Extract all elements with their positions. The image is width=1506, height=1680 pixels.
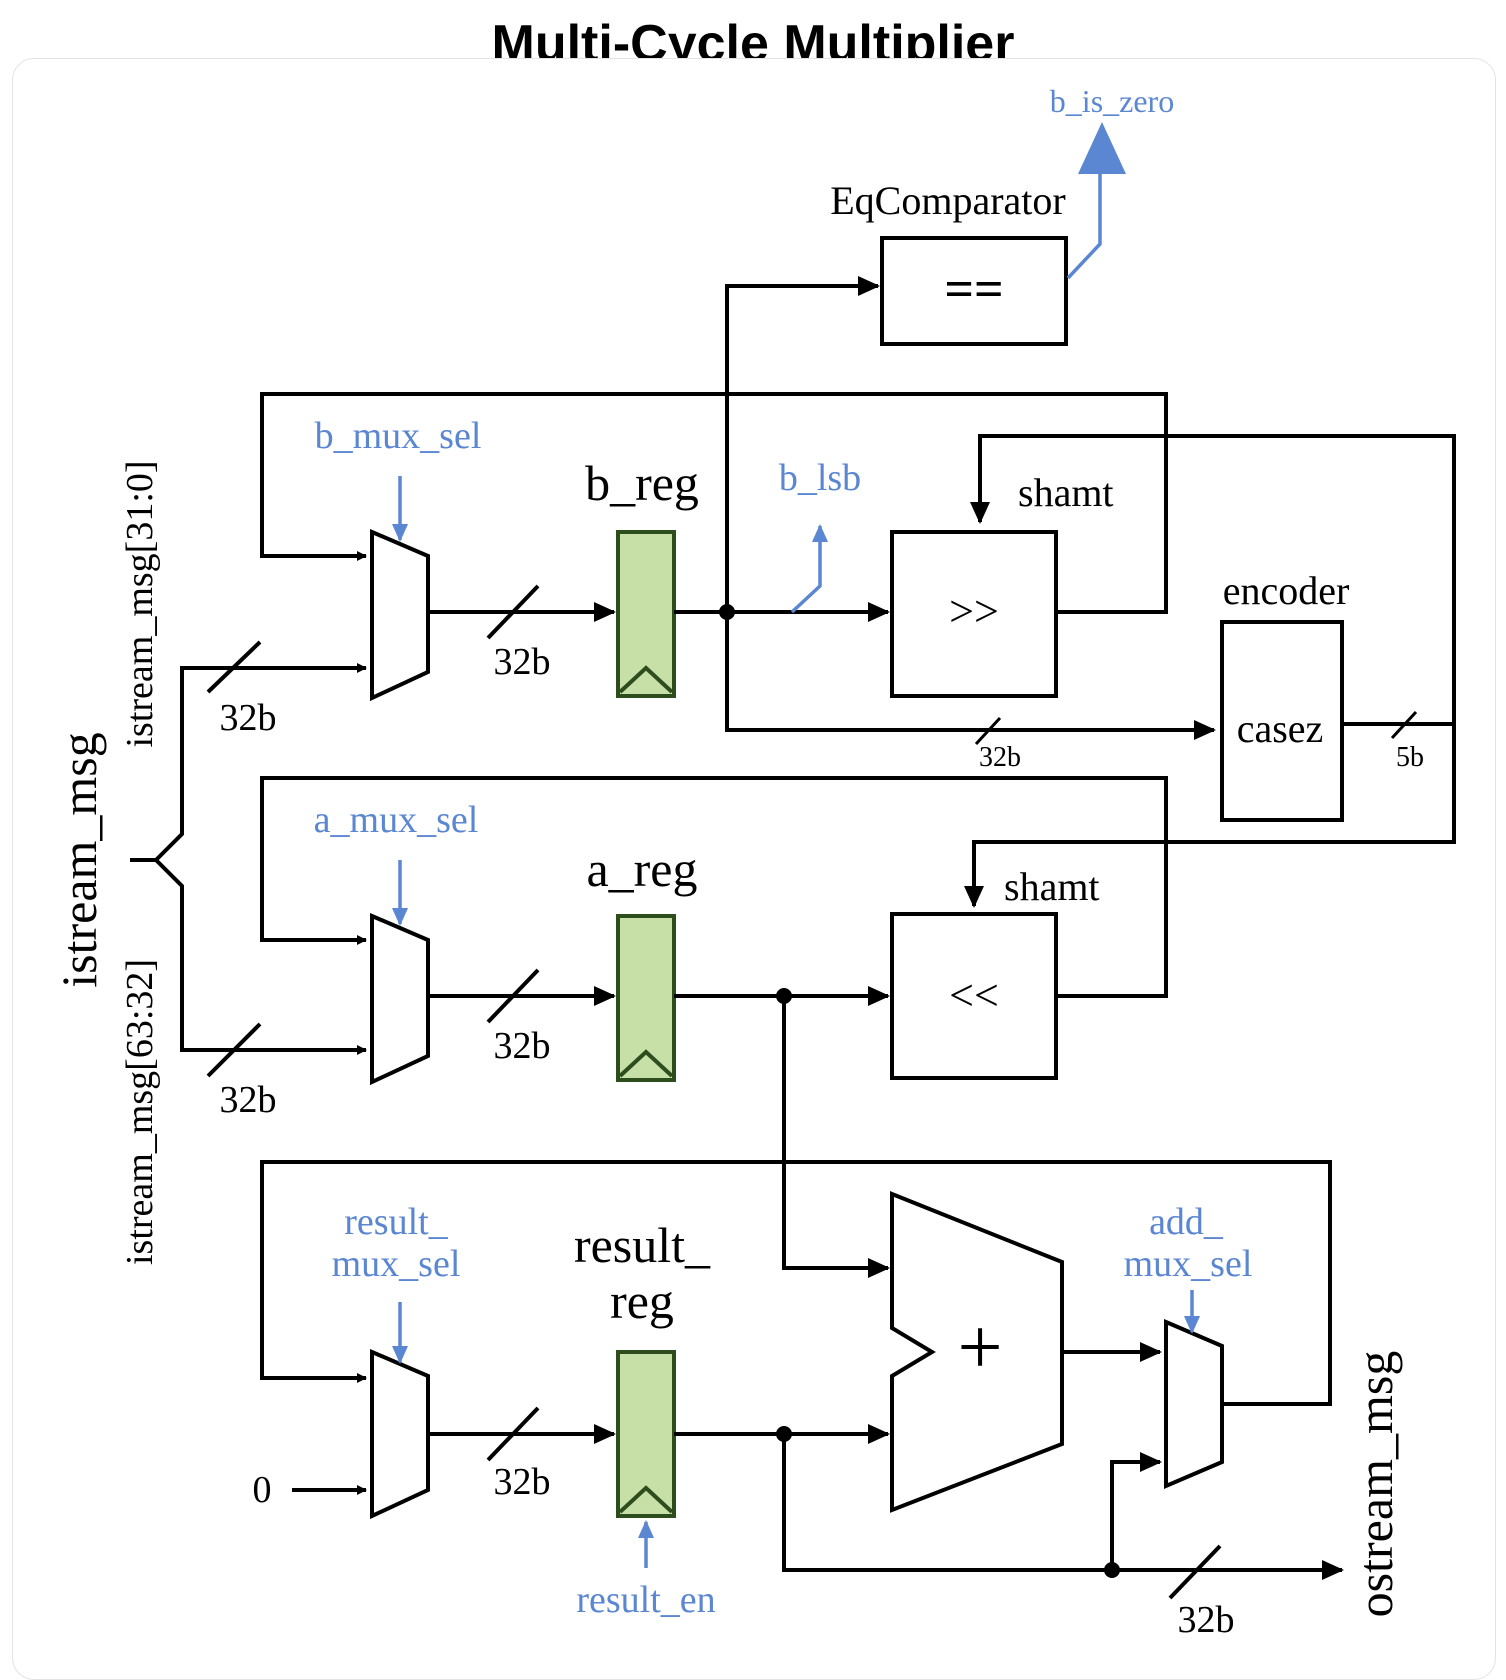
add-mux-sel-label-2: mux_sel <box>1124 1243 1253 1285</box>
shift-right-box <box>890 530 1058 698</box>
istream-bot-width-label: 32b <box>220 1079 277 1121</box>
result-reg-label-1: result_ <box>574 1217 711 1273</box>
a-mux <box>370 912 430 1086</box>
b-is-zero-wire <box>1066 172 1102 280</box>
encoder-in-width-label: 32b <box>979 742 1021 773</box>
shift-left-box <box>890 912 1058 1080</box>
plus-symbol: + <box>957 1304 1002 1392</box>
b-reg-register <box>616 530 676 698</box>
istream-brace <box>130 858 367 1055</box>
b-is-zero-arrowhead <box>1078 122 1126 174</box>
add-mux <box>1164 1318 1224 1490</box>
encoder-out-width-label: 5b <box>1396 742 1424 773</box>
shamt-top-label: shamt <box>1018 470 1114 515</box>
result-reg-label-2: reg <box>610 1273 674 1329</box>
istream-top-width-slash <box>206 640 262 694</box>
istream-msg-label: istream_msg <box>51 732 107 988</box>
shift-left-symbol: << <box>949 971 999 1020</box>
encoder-label: encoder <box>1223 568 1350 613</box>
ostream-msg-label: ostream_msg <box>1347 1351 1403 1618</box>
b-lsb-label: b_lsb <box>779 457 861 499</box>
b-lsb-wire <box>790 524 828 614</box>
a-feedback-wire <box>260 776 1168 998</box>
result-width-slash <box>486 1406 540 1462</box>
istream-low-label: istream_msg[31:0] <box>119 460 161 747</box>
output-to-add-mux-wire <box>1110 1452 1162 1570</box>
out-width-label: 32b <box>1178 1599 1235 1641</box>
b-mux <box>370 528 430 702</box>
istream-top-width-label: 32b <box>220 697 277 739</box>
b-to-encoder-wire <box>725 612 1216 740</box>
a-width-label: 32b <box>494 1025 551 1067</box>
shift-right-symbol: >> <box>949 587 999 636</box>
result-en-label: result_en <box>576 1579 715 1621</box>
result-to-output-wire <box>782 1434 1344 1580</box>
result-width-label: 32b <box>494 1461 551 1503</box>
b-reg-label: b_reg <box>585 455 699 511</box>
result-mux <box>370 1348 430 1520</box>
eq-symbol: == <box>944 261 1003 318</box>
out-width-slash <box>1168 1544 1222 1600</box>
a-to-adder-wire <box>782 996 890 1278</box>
result-mux-sel-label-2: mux_sel <box>332 1243 461 1285</box>
b-mux-sel-label: b_mux_sel <box>315 415 482 457</box>
add-mux-sel-label-1: add_ <box>1149 1201 1224 1243</box>
a-mux-sel-label: a_mux_sel <box>314 799 479 841</box>
a-reg-clock <box>618 1049 674 1078</box>
encoder-in-width-slash <box>974 716 1002 746</box>
a-reg-register <box>616 914 676 1082</box>
casez-label: casez <box>1237 706 1324 751</box>
zero-input-label: 0 <box>253 1469 272 1511</box>
diagram-card <box>12 58 1496 1680</box>
result-reg-register <box>616 1350 676 1518</box>
istream-high-label: istream_msg[63:32] <box>119 959 161 1265</box>
eq-comparator-box <box>880 236 1068 346</box>
result-feedback-wire <box>260 1160 1332 1406</box>
istream-brace-upper <box>154 663 367 862</box>
b-reg-clock <box>618 665 674 694</box>
b-feedback-wire <box>260 392 1168 614</box>
shamt-mid-label: shamt <box>1004 864 1100 909</box>
istream-bot-width-slash <box>206 1022 262 1078</box>
encoder-out-width-slash <box>1390 710 1418 740</box>
b-width-slash <box>486 584 540 640</box>
eq-comparator-label: EqComparator <box>830 178 1066 223</box>
result-mux-sel-label-1: result_ <box>344 1201 448 1243</box>
adder <box>890 1191 1064 1513</box>
shamt-mid-wire <box>964 724 1456 908</box>
a-width-slash <box>486 968 540 1024</box>
b-width-label: 32b <box>494 641 551 683</box>
a-reg-label: a_reg <box>586 841 697 897</box>
result-reg-clock <box>618 1485 674 1514</box>
b-to-eq-wire <box>725 276 880 612</box>
b-is-zero-label: b_is_zero <box>1050 83 1174 119</box>
encoder-box <box>1220 620 1344 822</box>
